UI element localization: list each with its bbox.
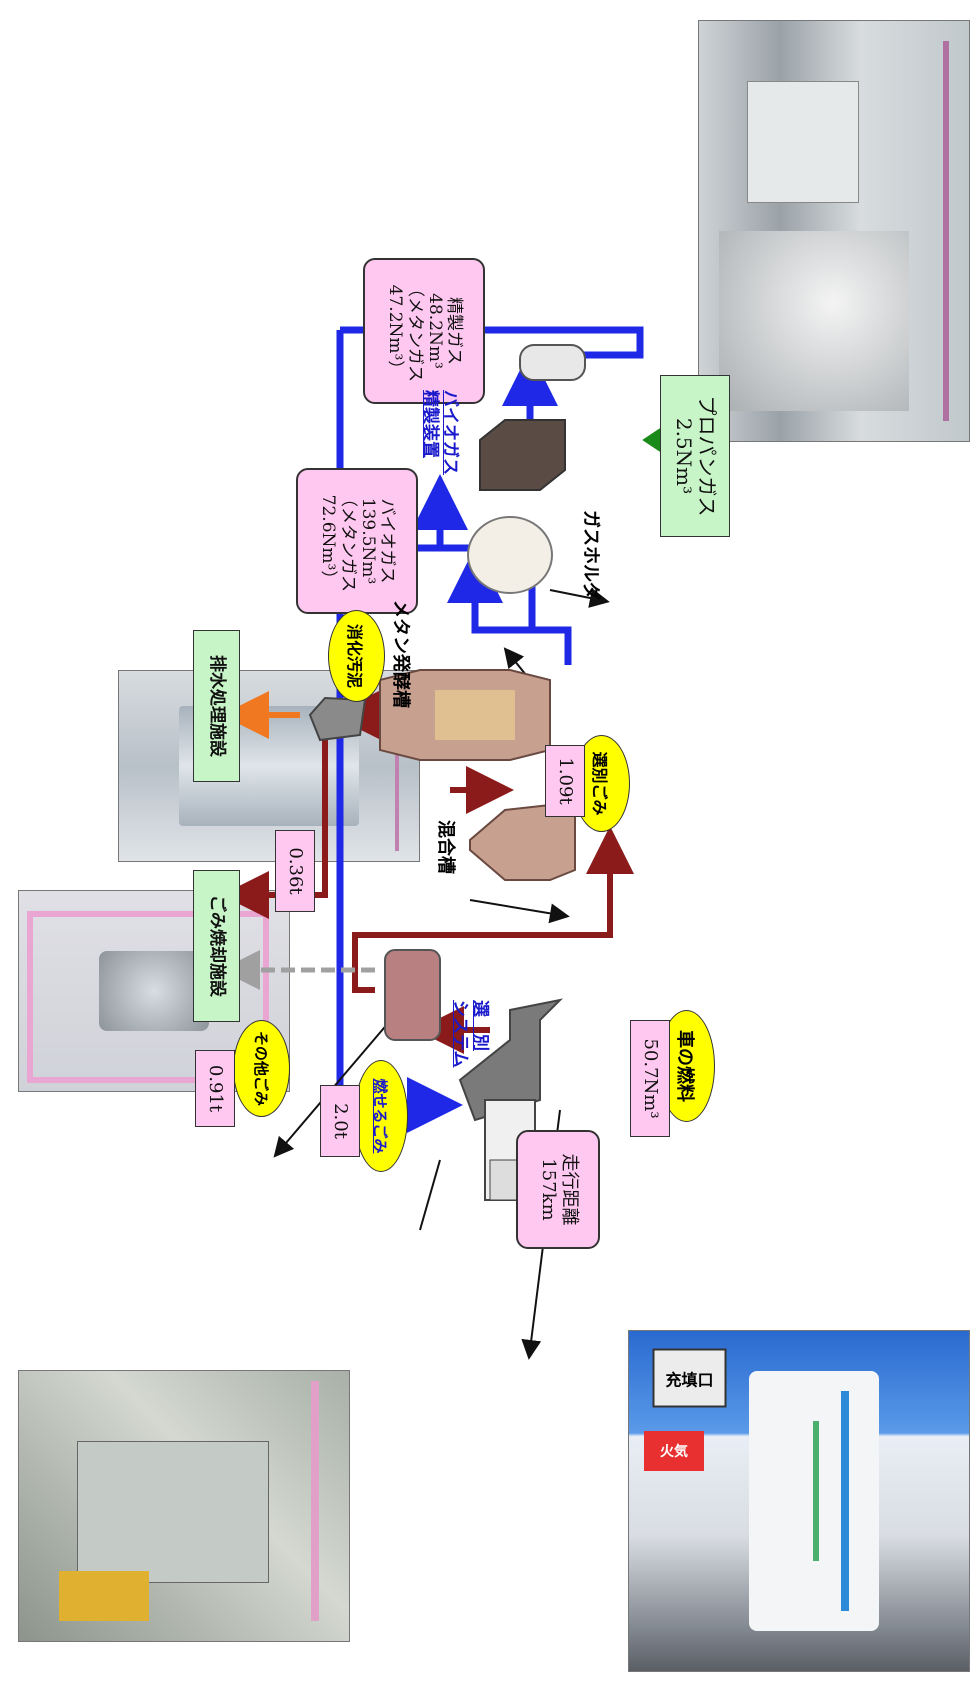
refined-gas-label: 精製ガス 48.2Nm³ （メタンガス 47.2Nm³） (363, 258, 485, 404)
pointer-mixing (470, 900, 560, 915)
digested-sludge-oval: 消化汚泥 (328, 610, 385, 702)
sorter-drum-icon (385, 950, 440, 1040)
car-fuel-amount: 50.7Nm³ (630, 1020, 670, 1137)
gas-cylinder-icon (520, 345, 585, 380)
biogas-label: バイオガス 139.5Nm³ （メタンガス 72.6Nm³） (296, 468, 418, 614)
methane-tank-label: メタン発酵槽 (389, 600, 415, 708)
mixing-tank-label: 混合槽 (434, 820, 460, 874)
combustible-oval[interactable]: 燃せるごみ (354, 1060, 408, 1172)
pointer-sorter-photo (420, 1160, 440, 1230)
other-amount: 0.91t (195, 1050, 235, 1127)
sludge-amount: 0.36t (275, 830, 315, 912)
gas-holder-icon (468, 517, 552, 593)
gas-holder-label: ガスホルダ (579, 510, 605, 600)
wastewater-label: 排水処理施設 (193, 630, 240, 782)
other-waste-oval: その他ごみ (233, 1020, 290, 1117)
biogas-refiner-link[interactable]: バイオガス 精製装置 (419, 390, 460, 475)
propane-label: プロパンガス 2.5Nm³ (660, 375, 730, 537)
sorting-system-link[interactable]: 選 別 システム (449, 1000, 490, 1068)
dehydrator-icon (310, 698, 365, 740)
refiner-box-icon (480, 420, 565, 490)
incinerator-label: ごみ焼却施設 (193, 870, 240, 1022)
distance-label: 走行距離 157km (516, 1130, 600, 1249)
separated-amount: 1.09t (545, 745, 585, 817)
combustible-amount: 2.0t (320, 1085, 360, 1157)
